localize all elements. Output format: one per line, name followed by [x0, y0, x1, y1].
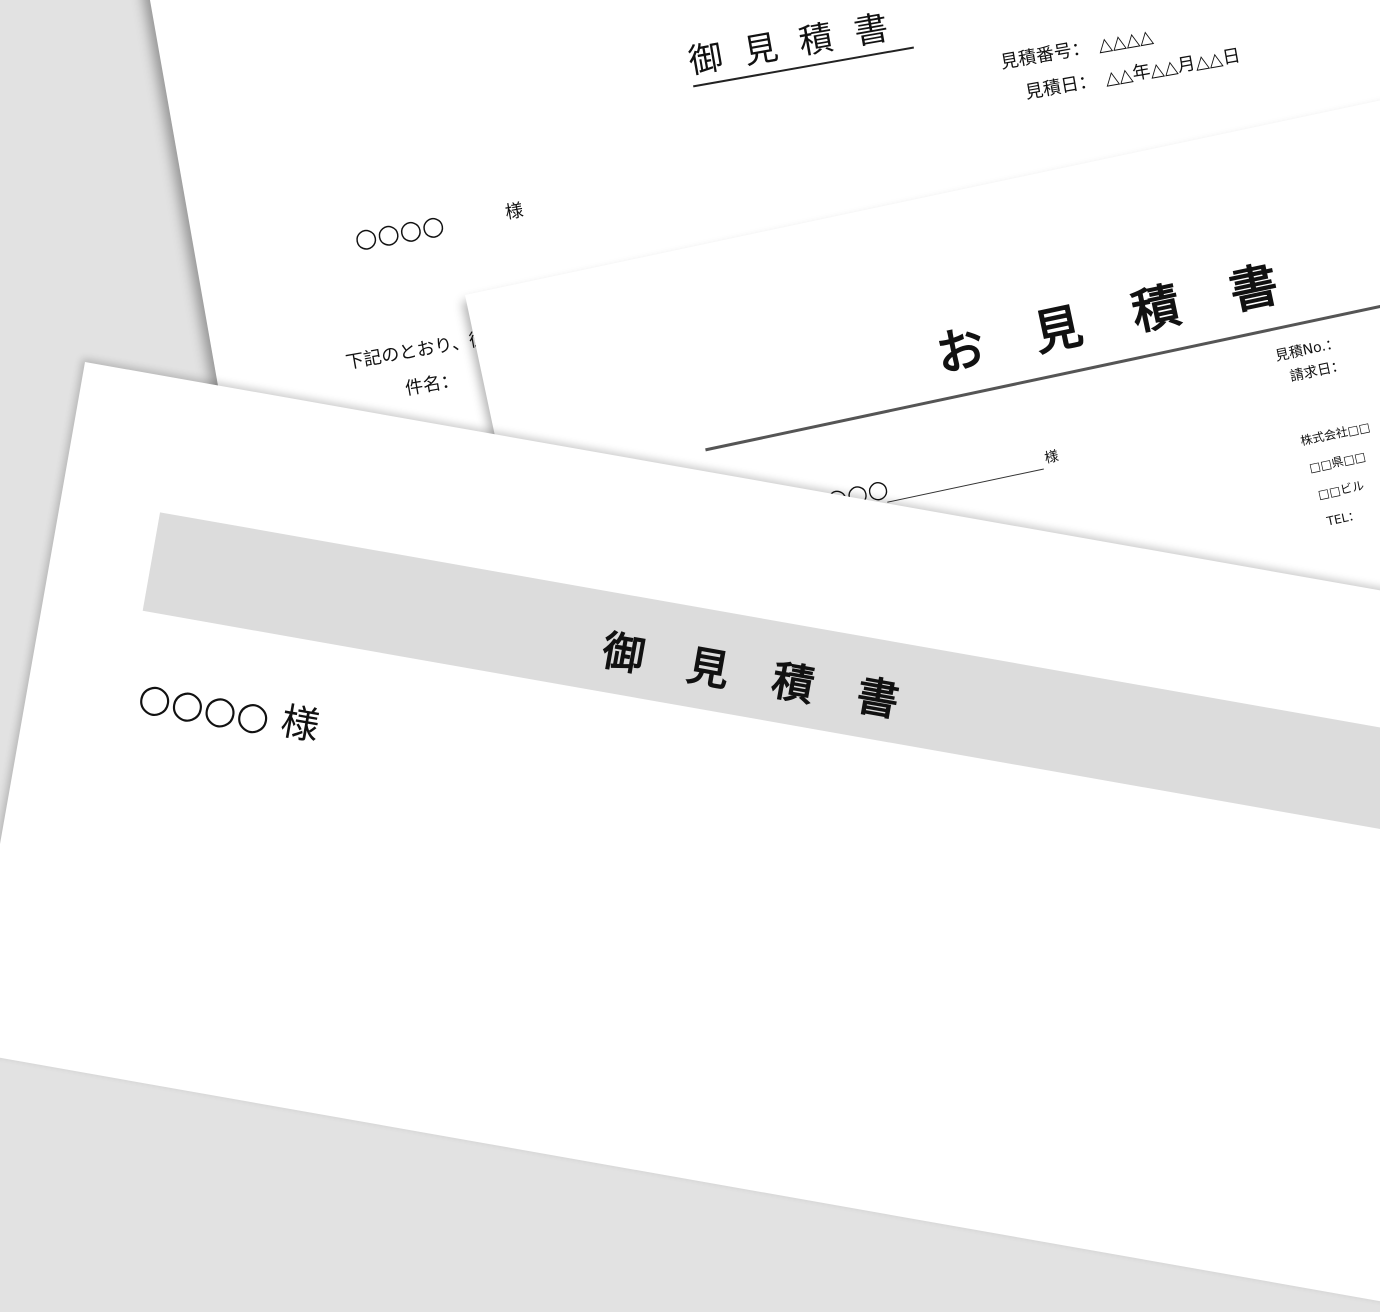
back-intro: 下記のとおり、御 — [344, 328, 489, 374]
back-subject: 件名： — [403, 369, 461, 400]
middle-tel: TEL： — [1325, 507, 1362, 529]
front-customer: ○○○○ 様 — [135, 673, 323, 749]
middle-address2: □□ビル — [1316, 478, 1366, 502]
middle-company: 株式会社□□ — [1299, 419, 1372, 449]
middle-honorific: 様 — [1043, 448, 1061, 467]
back-customer: ○○○○ — [352, 209, 447, 256]
middle-customer-line — [887, 468, 1044, 503]
middle-address1: □□県□□ — [1308, 449, 1368, 476]
back-honorific: 様 — [503, 199, 525, 224]
back-title: 御見積書 — [684, 0, 914, 88]
middle-title: お見積書 — [931, 245, 1335, 384]
